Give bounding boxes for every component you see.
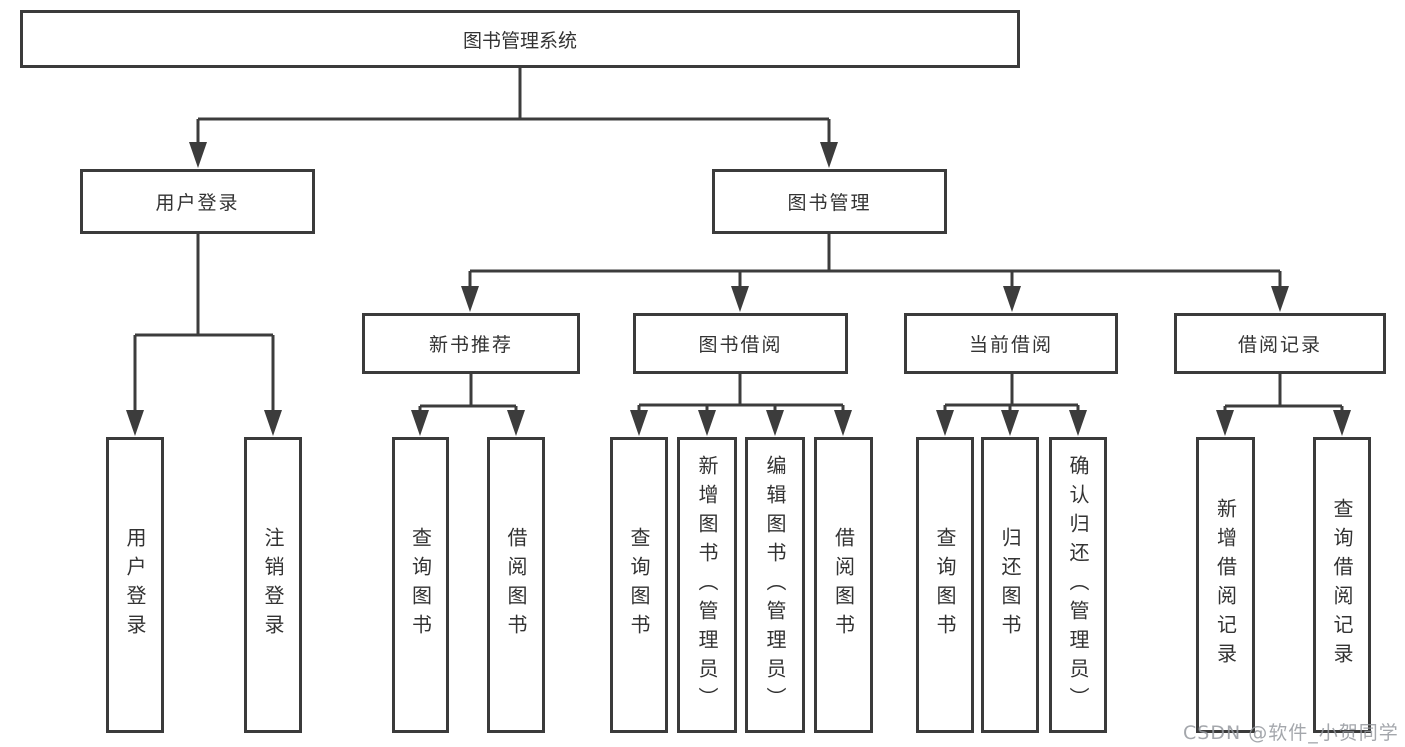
node-label: 查询借阅记录 — [1330, 498, 1354, 672]
leaf-user-login: 用户登录 — [106, 437, 164, 733]
node-label: 查询图书 — [933, 527, 957, 643]
node-label: 图书借阅 — [698, 334, 783, 356]
node-label: 新增图书（管理员） — [695, 454, 719, 716]
node-label: 编辑图书（管理员） — [763, 454, 787, 716]
connector-book-management-to-level3 — [461, 234, 1289, 312]
node-book-borrowing: 图书借阅 — [633, 313, 848, 374]
leaf-logout: 注销登录 — [244, 437, 302, 733]
node-label: 图书管理系统 — [462, 29, 577, 52]
leaf-add-borrow-record: 新增借阅记录 — [1196, 437, 1255, 733]
node-current-borrowing: 当前借阅 — [904, 313, 1118, 374]
node-book-management: 图书管理 — [712, 169, 947, 234]
node-label: 确认归还（管理员） — [1066, 454, 1090, 716]
node-label: 注销登录 — [261, 527, 285, 643]
connector-current-borrowing-to-leaves — [936, 374, 1087, 436]
node-label: 图书管理 — [787, 192, 872, 214]
node-label: 用户登录 — [155, 192, 240, 214]
leaf-edit-books-admin: 编辑图书（管理员） — [745, 437, 805, 733]
leaf-query-books-current: 查询图书 — [916, 437, 974, 733]
node-label: 归还图书 — [998, 527, 1022, 643]
leaf-query-books-recommend: 查询图书 — [392, 437, 449, 733]
leaf-borrow-books-borrowing: 借阅图书 — [814, 437, 873, 733]
connector-new-book-recommendation-to-leaves — [411, 374, 525, 436]
node-library-management-system: 图书管理系统 — [20, 10, 1020, 68]
node-user-login: 用户登录 — [80, 169, 315, 234]
connector-user-login-to-leaves — [126, 234, 282, 436]
connector-borrowing-records-to-leaves — [1216, 374, 1351, 436]
leaf-confirm-return-admin: 确认归还（管理员） — [1049, 437, 1107, 733]
node-label: 查询图书 — [408, 527, 433, 643]
node-label: 新书推荐 — [428, 334, 513, 356]
leaf-return-books: 归还图书 — [981, 437, 1039, 733]
leaf-query-borrow-record: 查询借阅记录 — [1313, 437, 1371, 733]
connector-book-borrowing-to-leaves — [630, 374, 852, 436]
csdn-watermark: CSDN @软件_小贺同学 — [1183, 722, 1399, 744]
node-label: 查询图书 — [627, 527, 651, 643]
node-new-book-recommendation: 新书推荐 — [362, 313, 580, 374]
connector-root-to-level2 — [189, 68, 838, 168]
node-label: 借阅图书 — [504, 527, 528, 643]
leaf-add-books-admin: 新增图书（管理员） — [677, 437, 737, 733]
leaf-borrow-books-recommend: 借阅图书 — [487, 437, 545, 733]
node-label: 当前借阅 — [968, 334, 1053, 356]
leaf-query-books-borrowing: 查询图书 — [610, 437, 668, 733]
node-borrowing-records: 借阅记录 — [1174, 313, 1386, 374]
node-label: 借阅图书 — [831, 527, 856, 643]
node-label: 新增借阅记录 — [1213, 498, 1238, 672]
node-label: 用户登录 — [123, 527, 147, 643]
node-label: 借阅记录 — [1237, 334, 1322, 356]
